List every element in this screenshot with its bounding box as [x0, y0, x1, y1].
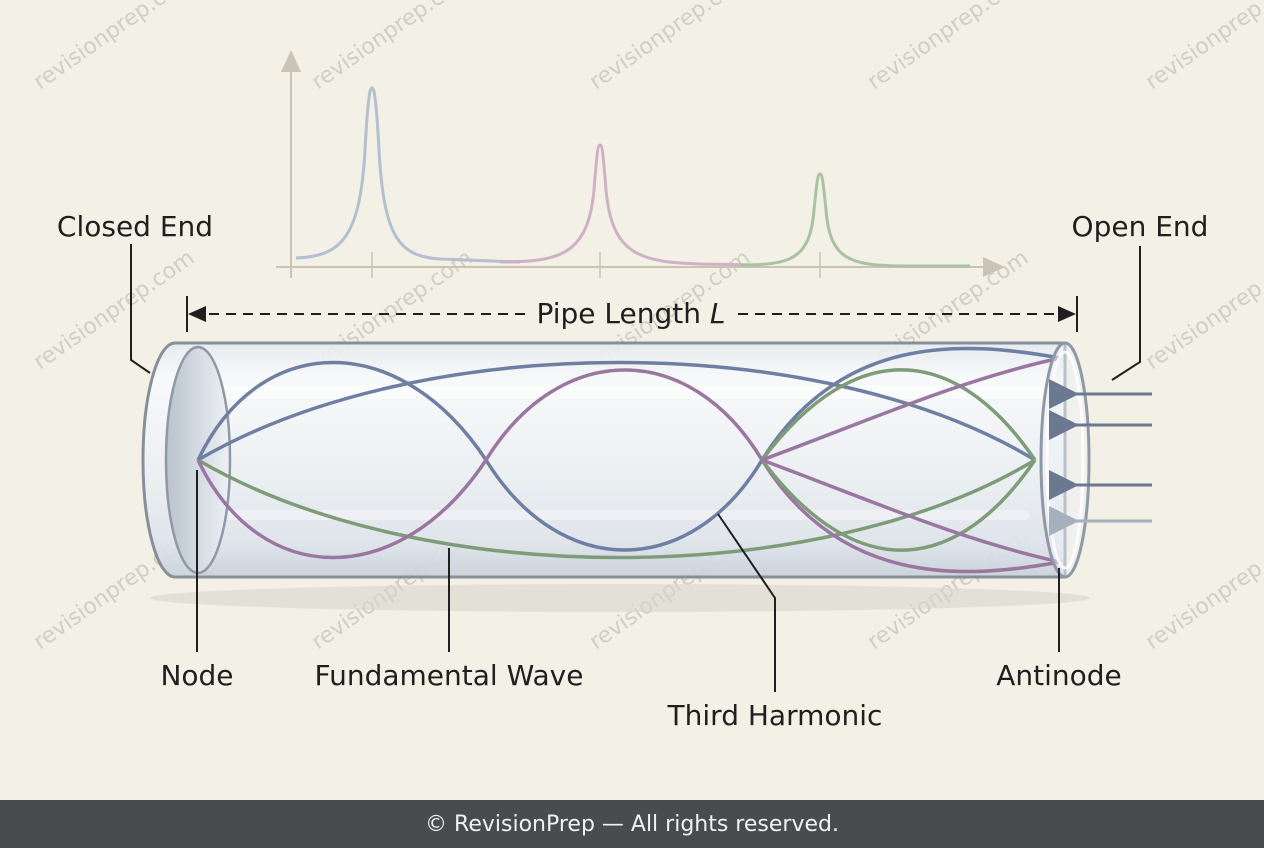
open-end [1039, 341, 1152, 579]
watermark: revisionprep.com [29, 0, 199, 95]
watermark: revisionprep.com [1141, 245, 1264, 375]
pipe-body [141, 341, 1067, 579]
pipe-highlight-lower [200, 510, 1030, 520]
watermark: revisionprep.com [863, 0, 1033, 95]
third-harmonic-wave-b [196, 368, 1061, 574]
glass-pipe [141, 341, 1090, 612]
third-harmonic-tail-lower [761, 458, 1061, 564]
fundamental-wave-upper [197, 360, 1036, 462]
fundamental-wave-label: Fundamental Wave [315, 659, 584, 692]
pipe-shadow [150, 584, 1090, 612]
spectrum-peak-3 [739, 172, 970, 268]
fifth-harmonic-wave-b [760, 458, 1037, 552]
copyright-text: © RevisionPrep — All rights reserved. [425, 811, 839, 837]
third-harmonic-label: Third Harmonic [667, 699, 883, 732]
fundamental-wave-lower [197, 458, 1036, 560]
standing-waves [196, 346, 1061, 574]
third-harmonic-wave-a [196, 346, 1061, 552]
pipe-length-label: Pipe Length L [536, 297, 725, 330]
third-harmonic-tail-upper [761, 356, 1061, 462]
watermark: revisionprep.com [1141, 0, 1264, 95]
open-end-leader [1111, 246, 1141, 381]
watermark: revisionprep.com [585, 0, 755, 95]
fifth-harmonic-wave-a [760, 368, 1037, 462]
frequency-spectrum [276, 50, 1005, 278]
copyright-footer: © RevisionPrep — All rights reserved. [0, 800, 1264, 848]
closed-end-leader [130, 244, 151, 374]
closed-pipe-diagram: revisionprep.com revisionprep.com revision… [29, 0, 1264, 732]
closed-end-label: Closed End [57, 210, 213, 243]
third-harmonic-leader [717, 513, 776, 692]
callouts: Closed End Open End Node Fundamental Wav… [57, 210, 1209, 732]
pipe-highlight [185, 385, 1045, 399]
antinode-label: Antinode [996, 659, 1122, 692]
open-end-inner [1045, 350, 1085, 570]
open-end-label: Open End [1072, 210, 1209, 243]
spectrum-peak-2 [499, 143, 761, 267]
pipe-length-dimension: Pipe Length L [186, 296, 1078, 332]
watermark: revisionprep.com [307, 0, 477, 95]
node-label: Node [160, 659, 233, 692]
spectrum-peak-1 [295, 86, 521, 264]
watermark: revisionprep.com [1141, 525, 1264, 655]
